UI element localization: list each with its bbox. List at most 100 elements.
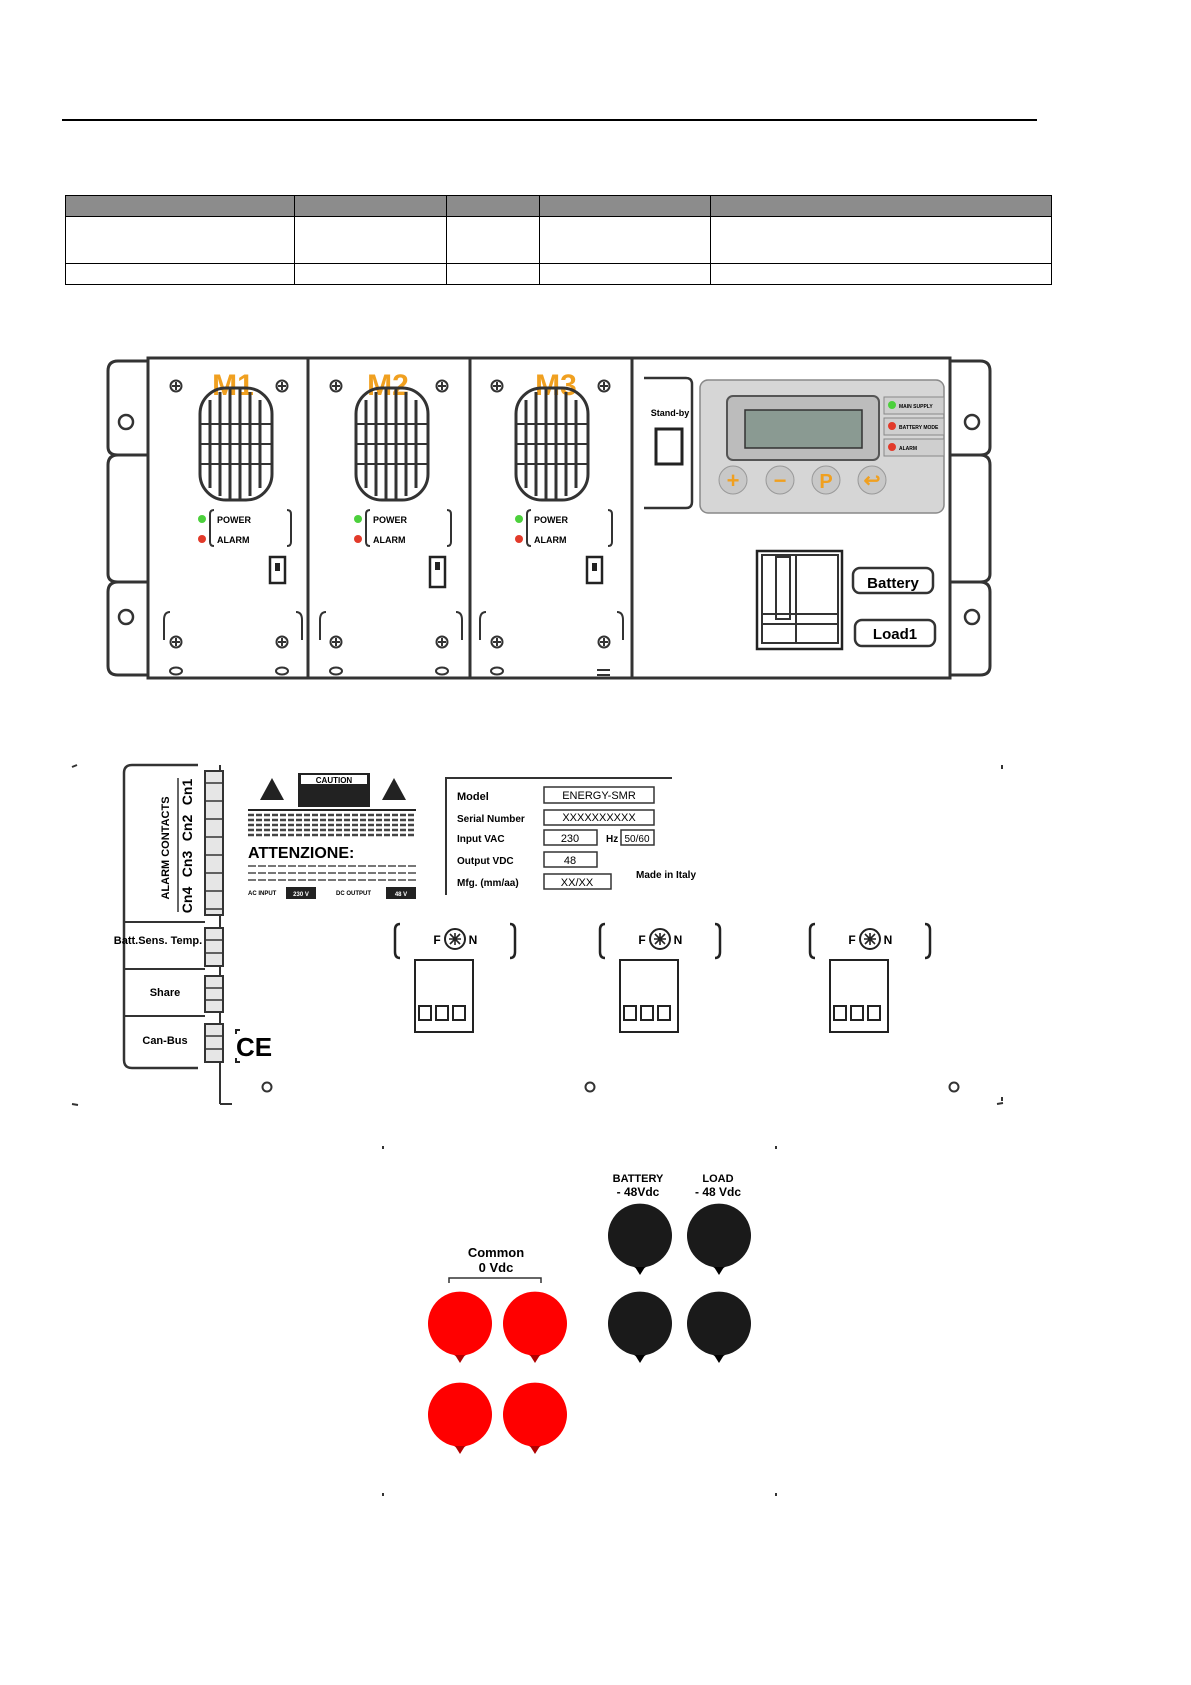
battery-negative-terminal[interactable] bbox=[608, 1203, 672, 1275]
power-led bbox=[198, 515, 206, 523]
model-label: Model bbox=[457, 791, 489, 803]
alarm-led-label: ALARM bbox=[534, 535, 567, 545]
attenzione-text: ATTENZIONE: bbox=[248, 845, 354, 862]
common-value: 0 Vdc bbox=[479, 1260, 514, 1275]
enter-key-icon: ↩ bbox=[864, 470, 881, 492]
module-switch[interactable] bbox=[428, 555, 447, 589]
battery-mode-led bbox=[888, 422, 896, 430]
cn2-label: Cn2 bbox=[179, 815, 195, 842]
alarm-led-label: ALARM bbox=[217, 535, 250, 545]
dc-output-label: DC OUTPUT bbox=[336, 891, 371, 897]
alarm-led-label: ALARM bbox=[373, 535, 406, 545]
terminal-f-label: F bbox=[848, 933, 855, 947]
rack-ear-right-bottom bbox=[950, 580, 992, 677]
rack-ear-left-bottom bbox=[106, 580, 150, 677]
canbus-label: Can-Bus bbox=[142, 1035, 187, 1047]
warning-triangle-icon bbox=[382, 778, 406, 800]
module-label: M2 bbox=[367, 369, 409, 402]
lcd-screen bbox=[744, 409, 863, 449]
power-led-label: POWER bbox=[217, 515, 252, 525]
output-value: 48 bbox=[564, 855, 576, 867]
load-breaker-label: Load1 bbox=[873, 626, 917, 643]
terminal-n-label: N bbox=[884, 933, 893, 947]
battery-mode-label: BATTERY MODE bbox=[899, 425, 939, 431]
common-terminal[interactable] bbox=[503, 1382, 567, 1454]
alarm-contacts-terminal[interactable] bbox=[204, 770, 224, 916]
plus-key[interactable] bbox=[718, 465, 748, 495]
main-supply-led bbox=[888, 401, 896, 409]
alarm-led bbox=[354, 535, 362, 543]
minus-key-label: − bbox=[774, 468, 787, 493]
ac-input-value: 230 V bbox=[293, 892, 309, 898]
batt-sens-terminal[interactable] bbox=[204, 927, 224, 967]
input-value: 230 bbox=[561, 833, 579, 845]
standby-switch[interactable] bbox=[654, 427, 684, 466]
common-terminal[interactable] bbox=[503, 1291, 567, 1363]
common-terminal[interactable] bbox=[428, 1291, 492, 1363]
alarm-status-label: ALARM bbox=[899, 446, 917, 452]
battery-label: BATTERY bbox=[613, 1173, 664, 1185]
input-label: Input VAC bbox=[457, 834, 505, 845]
terminal-f-label: F bbox=[638, 933, 645, 947]
rear-panel: ALARM CONTACTS Cn1 Cn2 Cn3 Cn4 Batt.Sens… bbox=[71, 763, 1004, 1106]
output-label: Output VDC bbox=[457, 856, 514, 867]
batt-sens-label: Batt.Sens. Temp. bbox=[114, 935, 202, 947]
rack-ear-left-top bbox=[106, 359, 150, 457]
p-key[interactable] bbox=[811, 465, 841, 495]
battery-negative-terminal[interactable] bbox=[608, 1291, 672, 1363]
alarm-contacts-label: ALARM CONTACTS bbox=[160, 796, 172, 899]
keypad: + − P ↩ bbox=[718, 465, 887, 495]
module-m2: M2 POWER ALARM bbox=[319, 369, 463, 676]
p-key-label: P bbox=[819, 471, 832, 493]
caution-text: CAUTION bbox=[316, 776, 353, 785]
power-led bbox=[354, 515, 362, 523]
battery-breaker-label: Battery bbox=[867, 575, 919, 592]
caution-label: CAUTION ATTENZIONE: AC INPUT 230 V DC OU… bbox=[248, 773, 416, 899]
hz-label: Hz bbox=[606, 834, 618, 845]
cn3-label: Cn3 bbox=[179, 851, 195, 878]
alarm-led bbox=[515, 535, 523, 543]
common-label: Common bbox=[468, 1245, 524, 1260]
module-label: M1 bbox=[212, 369, 254, 402]
power-led-label: POWER bbox=[373, 515, 408, 525]
plus-key-label: + bbox=[727, 468, 740, 493]
mfg-label: Mfg. (mm/aa) bbox=[457, 878, 519, 889]
common-terminal[interactable] bbox=[428, 1382, 492, 1454]
spec-table bbox=[65, 195, 1052, 285]
model-value: ENERGY-SMR bbox=[562, 790, 636, 802]
power-led bbox=[515, 515, 523, 523]
load-negative-terminal[interactable] bbox=[687, 1291, 751, 1363]
terminal-n-label: N bbox=[674, 933, 683, 947]
share-terminal[interactable] bbox=[204, 975, 224, 1013]
alarm-led bbox=[888, 443, 896, 451]
terminal-n-label: N bbox=[469, 933, 478, 947]
canbus-terminal[interactable] bbox=[204, 1023, 224, 1063]
warning-triangle-icon bbox=[260, 778, 284, 800]
hz-value: 50/60 bbox=[624, 834, 649, 845]
table-header-row bbox=[65, 195, 1052, 217]
breaker[interactable] bbox=[755, 549, 844, 651]
cn1-label: Cn1 bbox=[179, 779, 195, 806]
share-label: Share bbox=[150, 987, 181, 999]
enter-key[interactable] bbox=[857, 465, 887, 495]
ac-terminal-1[interactable]: F N bbox=[393, 922, 517, 1034]
dc-panel: Common 0 Vdc BATTERY - 48Vdc LOAD - 48 V… bbox=[382, 1146, 777, 1496]
module-m1: M1 POWER ALARM bbox=[163, 369, 303, 676]
load-label: LOAD bbox=[702, 1173, 733, 1185]
alarm-led bbox=[198, 535, 206, 543]
serial-value: XXXXXXXXXX bbox=[562, 812, 636, 824]
main-supply-label: MAIN SUPPLY bbox=[899, 404, 933, 410]
ac-terminal-2[interactable]: F N bbox=[598, 922, 722, 1034]
minus-key[interactable] bbox=[765, 465, 795, 495]
front-panel: M1 POWER ALARM M2 bbox=[106, 356, 992, 680]
mfg-value: XX/XX bbox=[561, 877, 594, 889]
ac-input-label: AC INPUT bbox=[248, 891, 277, 897]
ac-terminal-3[interactable]: F N bbox=[808, 922, 932, 1034]
rating-label: Model ENERGY-SMR Serial Number XXXXXXXXX… bbox=[445, 777, 696, 895]
load-value: - 48 Vdc bbox=[695, 1185, 741, 1199]
power-led-label: POWER bbox=[534, 515, 569, 525]
battery-value: - 48Vdc bbox=[617, 1185, 660, 1199]
load-negative-terminal[interactable] bbox=[687, 1203, 751, 1275]
module-m3: M3 POWER ALARM bbox=[479, 369, 624, 676]
